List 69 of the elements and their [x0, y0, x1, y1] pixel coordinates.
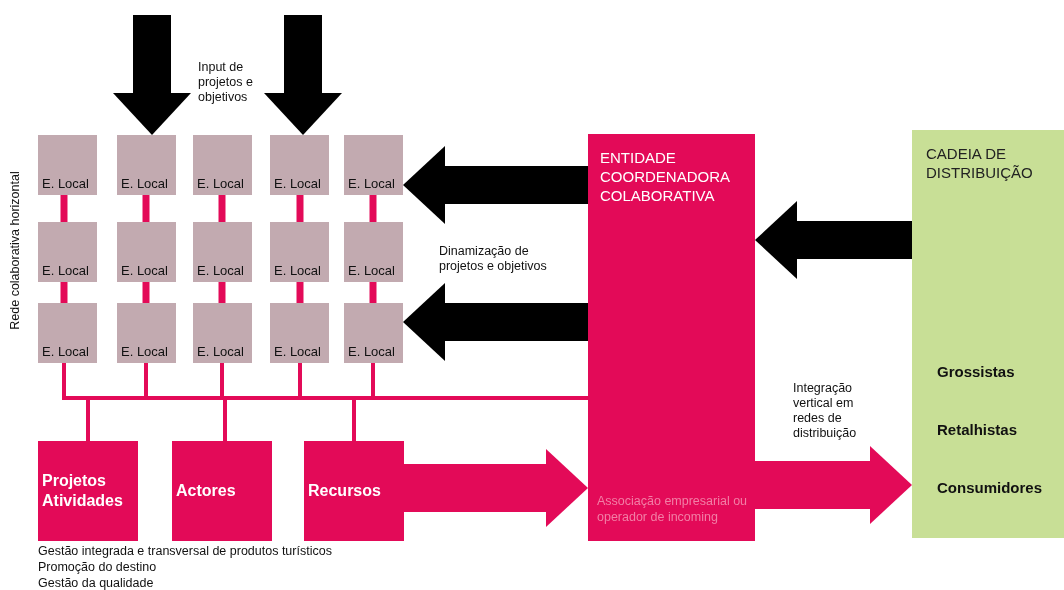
box-label: E. Local — [274, 344, 321, 359]
arrow-caption: Integração vertical em redes de distribuição — [793, 381, 858, 441]
box-label: E. Local — [42, 176, 89, 191]
connector-line — [296, 282, 304, 303]
box-label: E. Local — [348, 263, 395, 278]
block-arrow — [404, 449, 588, 527]
box-label: Projetos Atividades — [42, 471, 124, 511]
category-box — [304, 441, 404, 541]
note-text: Promoção do destino — [38, 560, 158, 575]
local-entity-box — [38, 135, 97, 195]
local-entity-box — [193, 135, 252, 195]
connector-line — [142, 195, 150, 222]
local-entity-box — [344, 135, 403, 195]
local-entity-box — [193, 222, 252, 282]
block-arrow — [264, 15, 342, 135]
local-entity-box — [38, 222, 97, 282]
block-arrow — [403, 283, 588, 361]
panel-title: ENTIDADE COORDENADORA COLABORATIVA — [600, 148, 731, 205]
box-label: E. Local — [197, 263, 244, 278]
connector-line — [142, 282, 150, 303]
local-entity-box — [193, 303, 252, 363]
list-item: Consumidores — [937, 479, 1042, 496]
box-label: E. Local — [197, 176, 244, 191]
box-label: E. Local — [121, 263, 168, 278]
block-arrow — [755, 446, 912, 524]
list-item: Retalhistas — [937, 421, 1018, 438]
box-label: E. Local — [348, 344, 395, 359]
box-label: E. Local — [121, 344, 168, 359]
block-arrow — [113, 15, 191, 135]
category-box — [38, 441, 138, 541]
local-entity-box — [270, 303, 329, 363]
box-label: E. Local — [274, 263, 321, 278]
box-label: E. Local — [42, 263, 89, 278]
box-label: Recursos — [308, 481, 381, 501]
connector-line — [218, 195, 226, 222]
connector-line — [369, 282, 377, 303]
connector-line — [60, 195, 68, 222]
arrow-caption: Dinamização de projetos e objetivos — [439, 244, 548, 274]
box-label: E. Local — [121, 176, 168, 191]
local-entity-box — [344, 222, 403, 282]
panel-note: Associação empresarial ou operador de incoming — [597, 493, 749, 525]
block-arrow — [755, 201, 912, 279]
connector-line — [296, 195, 304, 222]
local-entity-box — [344, 303, 403, 363]
distribution-panel — [912, 130, 1064, 538]
box-label: E. Local — [197, 344, 244, 359]
note-text: Gestão da qualidade — [38, 576, 155, 590]
box-label: E. Local — [42, 344, 89, 359]
box-label: E. Local — [274, 176, 321, 191]
local-entity-box — [270, 135, 329, 195]
local-entity-box — [270, 222, 329, 282]
connector-line — [218, 282, 226, 303]
local-entity-box — [117, 303, 176, 363]
list-item: Grossistas — [937, 363, 1015, 380]
connector-line — [352, 396, 588, 441]
coordinator-panel — [588, 134, 755, 541]
local-entity-box — [117, 222, 176, 282]
local-entity-box — [117, 135, 176, 195]
connector-line — [369, 195, 377, 222]
block-arrow — [403, 146, 588, 224]
note-text: Gestão integrada e transversal de produtos turísticos — [38, 544, 333, 559]
box-label: Actores — [176, 481, 236, 501]
local-entity-box — [38, 303, 97, 363]
box-label: E. Local — [348, 176, 395, 191]
axis-caption: Rede colaborativa horizontal — [7, 170, 23, 332]
connector-line — [60, 282, 68, 303]
panel-title: CADEIA DE DISTRIBUIÇÃO — [926, 144, 1034, 182]
arrow-caption: Input de projetos e objetivos — [198, 60, 254, 105]
category-box — [172, 441, 272, 541]
